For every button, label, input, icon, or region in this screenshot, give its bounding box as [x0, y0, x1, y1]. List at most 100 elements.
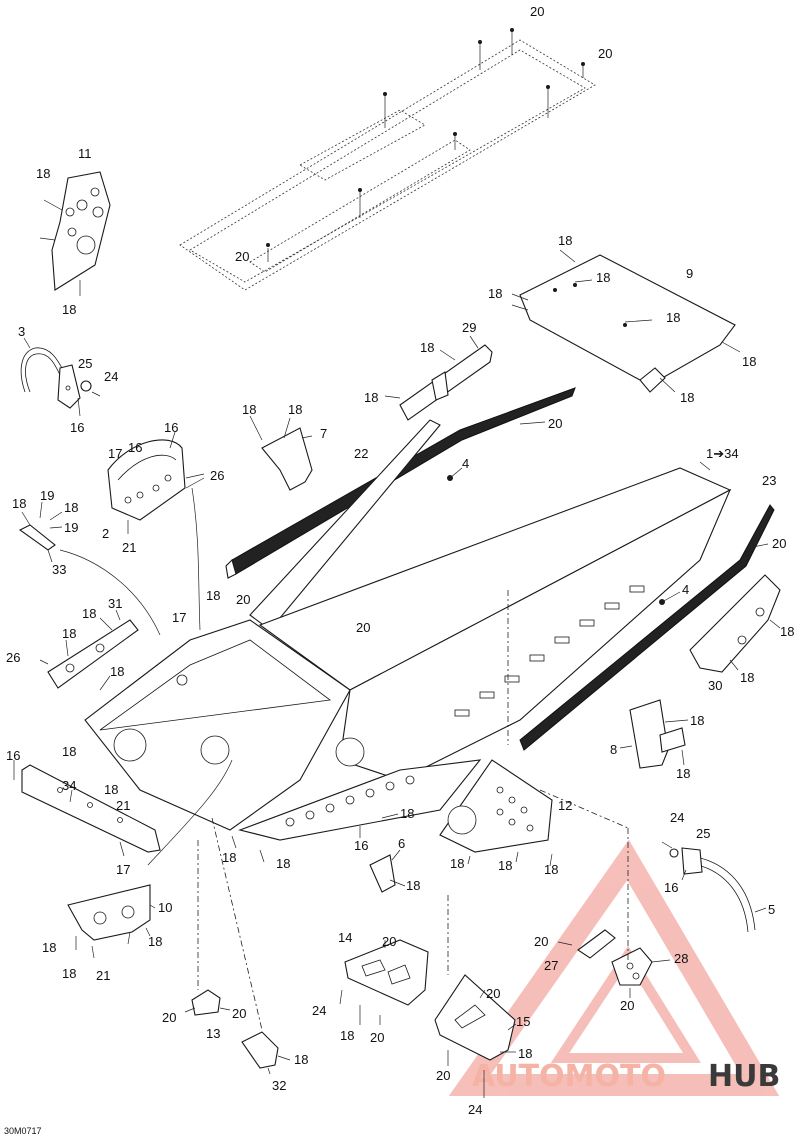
- part-9-plate: [511, 249, 741, 393]
- callout-20-top2: 20: [598, 46, 612, 61]
- callout-28: 28: [674, 951, 688, 966]
- part-30-bracket: [689, 574, 781, 673]
- callout-17-b: 17: [108, 446, 122, 461]
- callout-18-bot2: 18: [276, 856, 290, 871]
- callout-33: 33: [52, 562, 66, 577]
- callout-18-8b: 18: [676, 766, 690, 781]
- callout-18-31b: 18: [206, 588, 220, 603]
- callout-21-b: 21: [122, 540, 136, 555]
- callout-18-34b: 18: [104, 782, 118, 797]
- part-14-footrest: [339, 939, 429, 1025]
- callout-20-14a: 20: [382, 934, 396, 949]
- callout-18-10b: 18: [62, 966, 76, 981]
- callout-18-11b: 18: [62, 302, 76, 317]
- callout-20-track: 20: [235, 249, 249, 264]
- watermark-word-a: AUTOMOTO: [472, 1059, 666, 1094]
- watermark-logo: [448, 839, 780, 1096]
- callout-18-9c: 18: [488, 286, 502, 301]
- part-11-bracket: [39, 171, 111, 296]
- callout-30: 30: [708, 678, 722, 693]
- callout-16-5: 16: [664, 880, 678, 895]
- callout-18-9f: 18: [680, 390, 694, 405]
- callout-20-22: 20: [548, 416, 562, 431]
- callout-18-10c: 18: [148, 934, 162, 949]
- callout-18-31: 18: [82, 606, 96, 621]
- callout-13: 13: [206, 1026, 220, 1041]
- callout-4-b: 4: [682, 582, 689, 597]
- callout-1-to-34: 1➔34: [706, 446, 739, 461]
- callout-32: 32: [272, 1078, 286, 1093]
- callout-16-bot: 16: [354, 838, 368, 853]
- callout-18-12a: 18: [450, 856, 464, 871]
- callout-18-33a: 18: [12, 496, 26, 511]
- callout-18-9a: 18: [558, 233, 572, 248]
- callout-24-14: 24: [312, 1003, 326, 1018]
- callout-18-29b: 18: [364, 390, 378, 405]
- callout-24-15: 24: [468, 1102, 482, 1117]
- callout-31: 31: [108, 596, 122, 611]
- callout-16-c: 16: [128, 440, 142, 455]
- callout-5: 5: [768, 902, 775, 917]
- callout-20-13a: 20: [162, 1010, 176, 1025]
- callout-18-31d: 18: [110, 664, 124, 679]
- main-tunnel-frame: [84, 419, 732, 841]
- callout-19-b: 19: [64, 520, 78, 535]
- callout-23: 23: [762, 473, 776, 488]
- tunnel-cover-panel: [179, 28, 596, 291]
- part-27-28-brackets: [557, 929, 671, 998]
- watermark-word-b: HUB: [708, 1059, 780, 1094]
- callout-20-27: 20: [534, 934, 548, 949]
- callout-7: 7: [320, 426, 327, 441]
- callout-26-b: 26: [210, 468, 224, 483]
- callout-18-15: 18: [518, 1046, 532, 1061]
- callout-4-a: 4: [462, 456, 469, 471]
- part-23-rail: [519, 504, 775, 751]
- callout-18-34a: 18: [62, 744, 76, 759]
- callout-15: 15: [516, 1014, 530, 1029]
- callout-20-14b: 20: [370, 1030, 384, 1045]
- callout-18-30a: 18: [780, 624, 794, 639]
- frame-bottom-leaders: [231, 813, 399, 863]
- callout-24-a: 24: [104, 369, 118, 384]
- part-13-bracket: [184, 989, 231, 1016]
- part-7-deflector: [249, 415, 313, 491]
- callout-18-30b: 18: [740, 670, 754, 685]
- callout-20-top: 20: [530, 4, 544, 19]
- callout-18-bot1: 18: [222, 850, 236, 865]
- reference-code: 30M0717: [4, 1126, 42, 1136]
- part-31-bracket: [39, 609, 139, 691]
- part-22-rail: [225, 387, 576, 579]
- callout-19-a: 19: [40, 488, 54, 503]
- callout-18-9d: 18: [666, 310, 680, 325]
- callout-27: 27: [544, 958, 558, 973]
- callout-18-12c: 18: [544, 862, 558, 877]
- callout-18-12b: 18: [498, 858, 512, 873]
- callout-20-15b: 20: [436, 1068, 450, 1083]
- part-33-bracket: [18, 501, 161, 636]
- callout-22: 22: [354, 446, 368, 461]
- callout-21-10: 21: [96, 968, 110, 983]
- part-6-bracket: [369, 849, 406, 893]
- part-3-handle: [20, 337, 101, 417]
- callout-18-31c: 18: [62, 626, 76, 641]
- callout-18-10a: 18: [42, 940, 56, 955]
- callout-34: 34: [62, 778, 76, 793]
- callout-20-13b: 20: [232, 1006, 246, 1021]
- callout-20-15a: 20: [486, 986, 500, 1001]
- part-8-bracket: [619, 699, 689, 769]
- part-10-bracket: [67, 884, 156, 959]
- callout-29: 29: [462, 320, 476, 335]
- callout-18-7a: 18: [242, 402, 256, 417]
- callout-18-29a: 18: [420, 340, 434, 355]
- callout-8: 8: [610, 742, 617, 757]
- callout-16-a: 16: [70, 420, 84, 435]
- callout-25-b: 25: [696, 826, 710, 841]
- callout-20-mid: 20: [236, 592, 250, 607]
- part-2-bracket: [107, 431, 205, 534]
- callout-17-34: 17: [116, 862, 130, 877]
- assembly-leader-lines: [147, 487, 629, 1031]
- callout-9: 9: [686, 266, 693, 281]
- callout-18-11a: 18: [36, 166, 50, 181]
- part-5-handle: [661, 841, 767, 933]
- callout-10: 10: [158, 900, 172, 915]
